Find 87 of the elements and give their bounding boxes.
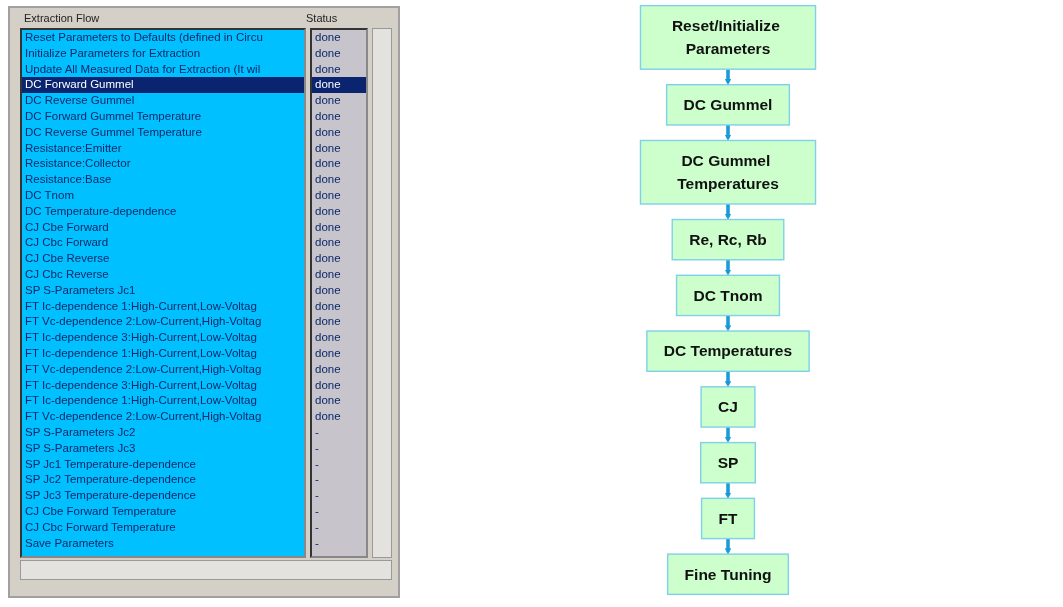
node-box: DC Gummel Temperatures [639, 139, 817, 205]
step-name: Resistance:Emitter [24, 140, 123, 156]
step-name: SP Jc2 Temperature-dependence [24, 472, 197, 488]
arrow [724, 538, 732, 555]
step-name: FT Ic-dependence 1:High-Current,Low-Voltag [24, 393, 258, 409]
arrow [724, 68, 732, 85]
arrow [724, 259, 732, 276]
status-text: done [312, 77, 366, 94]
arrow [724, 370, 732, 388]
status-text: - [314, 472, 320, 488]
step-name: FT Vc-dependence 2:Low-Current,High-Voltag [24, 361, 263, 377]
step-name: DC Forward Gummel Temperature [24, 109, 203, 124]
step-name: SP Jc1 Temperature-dependence [24, 456, 197, 472]
step-name: Save Parameters [24, 535, 115, 551]
status-text: done [314, 203, 342, 219]
status-text: done [314, 361, 342, 377]
status-text: - [314, 456, 320, 472]
status-text: - [314, 424, 320, 440]
step-name: SP S-Parameters Jc3 [24, 440, 137, 456]
status-text: done [314, 314, 342, 330]
status-text: done [314, 109, 342, 124]
step-name: FT Ic-dependence 1:High-Current,Low-Voltag [24, 345, 258, 361]
status-text: done [314, 187, 342, 203]
status-text: done [314, 409, 342, 425]
status-text: done [314, 30, 342, 45]
status-text: done [314, 393, 342, 409]
node-box: Fine Tuning [666, 553, 790, 596]
node-box: DC Gummel [665, 84, 791, 126]
node-box: CJ [700, 386, 756, 428]
step-name: CJ Cbc Forward Temperature [24, 519, 177, 535]
step-name: FT Ic-dependence 3:High-Current,Low-Voltag [24, 377, 258, 393]
status-text: done [314, 93, 342, 109]
status-text: - [314, 519, 320, 535]
status-text: done [314, 298, 342, 314]
step-name: Reset Parameters to Defaults (defined in Circu [24, 30, 264, 45]
arrow [724, 426, 732, 443]
status-text: done [314, 219, 342, 235]
status-text: done [314, 235, 342, 251]
step-name: CJ Cbc Reverse [24, 266, 110, 282]
node-box: Re, Rc, Rb [671, 218, 785, 261]
status-text: done [314, 156, 342, 172]
step-name: CJ Cbe Reverse [24, 251, 111, 267]
step-name: SP S-Parameters Jc1 [24, 282, 137, 298]
status-text: done [314, 330, 342, 346]
step-name: DC Reverse Gummel Temperature [24, 124, 203, 140]
step-name: DC Reverse Gummel [24, 93, 136, 109]
status-text: - [314, 488, 320, 504]
arrow [724, 482, 732, 499]
status-text: - [314, 440, 320, 456]
status-text: done [314, 124, 342, 140]
status-text: done [314, 251, 342, 267]
status-text: done [314, 282, 342, 298]
step-name: CJ Cbe Forward Temperature [24, 503, 178, 519]
step-name: DC Forward Gummel [22, 77, 304, 94]
status-text: done [314, 377, 342, 393]
step-name: FT Vc-dependence 2:Low-Current,High-Voltag [24, 314, 263, 330]
step-name: FT Ic-dependence 1:High-Current,Low-Voltag [24, 298, 258, 314]
node-box: DC Tnom [675, 274, 781, 317]
status-text: done [314, 45, 342, 61]
status-text: done [314, 172, 342, 188]
step-name: CJ Cbe Forward [24, 219, 110, 235]
step-name: DC Tnom [24, 187, 75, 203]
step-name: FT Vc-dependence 2:Low-Current,High-Voltag [24, 409, 263, 425]
status-text: - [314, 535, 320, 551]
arrow [724, 315, 732, 332]
node-box: DC Temperatures [646, 330, 810, 372]
node-box: SP [700, 441, 756, 484]
status-text: done [314, 266, 342, 282]
step-name: Resistance:Base [24, 172, 113, 188]
status-text: done [314, 61, 342, 77]
step-name: SP Jc3 Temperature-dependence [24, 488, 197, 504]
node-box: Reset/Initialize Parameters [639, 4, 817, 70]
status-text: - [314, 503, 320, 519]
step-name: SP S-Parameters Jc2 [24, 424, 137, 440]
step-name: CJ Cbc Forward [24, 235, 110, 251]
step-name: Update All Measured Data for Extraction (It wil [24, 61, 262, 77]
step-name: Resistance:Collector [24, 156, 132, 172]
step-name: DC Temperature-dependence [24, 203, 178, 219]
column-header: Extraction Flow [24, 12, 100, 24]
node-box: FT [700, 497, 756, 540]
arrow [724, 124, 732, 141]
column-header: Status [306, 12, 338, 24]
status-text: done [314, 345, 342, 361]
arrow [724, 203, 732, 220]
step-name: FT Ic-dependence 3:High-Current,Low-Voltag [24, 330, 258, 346]
status-text: done [314, 140, 342, 156]
step-name: Initialize Parameters for Extraction [24, 45, 202, 61]
